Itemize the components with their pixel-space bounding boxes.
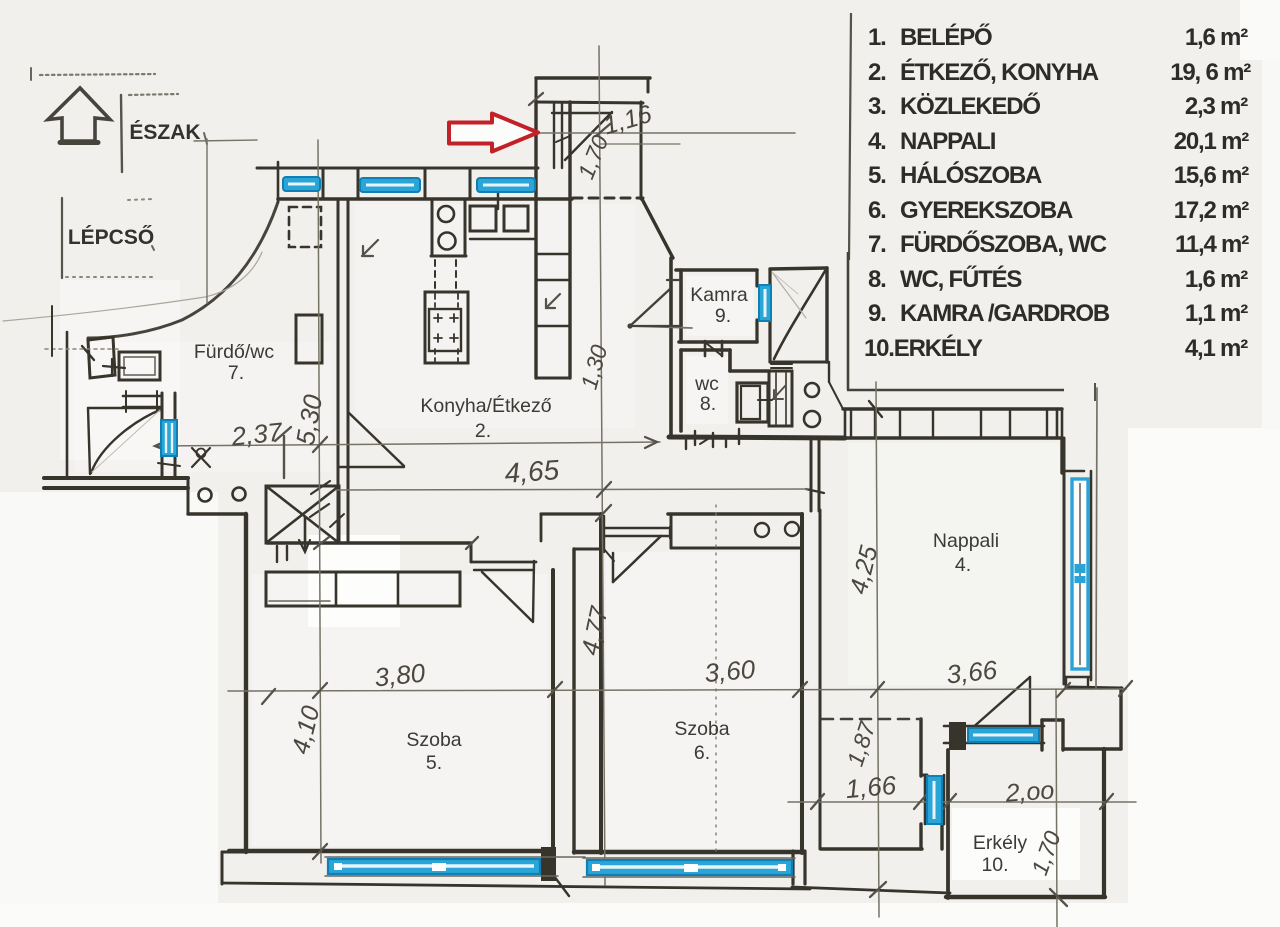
svg-text:7.: 7. [228, 362, 244, 384]
svg-text:2,37: 2,37 [229, 416, 285, 451]
svg-text:Konyha/Étkező: Konyha/Étkező [420, 394, 551, 417]
svg-text:5.: 5. [426, 752, 442, 774]
svg-text:KAMRA /GARDROB: KAMRA /GARDROB [900, 300, 1110, 327]
svg-text:9.: 9. [715, 305, 731, 327]
svg-text:1,6 m²: 1,6 m² [1185, 266, 1248, 293]
svg-text:2.: 2. [868, 59, 886, 86]
svg-text:ÉSZAK: ÉSZAK [129, 121, 200, 144]
svg-text:LÉPCSŐ: LÉPCSŐ [68, 226, 154, 249]
svg-text:4.: 4. [868, 128, 886, 155]
svg-text:3,80: 3,80 [373, 657, 427, 692]
svg-text:BELÉPŐ: BELÉPŐ [900, 23, 992, 51]
svg-text:Kamra: Kamra [690, 284, 748, 306]
svg-text:WC, FŰTÉS: WC, FŰTÉS [900, 265, 1022, 293]
svg-text:5.: 5. [868, 162, 886, 189]
svg-text:3,60: 3,60 [703, 654, 757, 688]
svg-text:3.: 3. [868, 93, 886, 120]
svg-text:Szoba: Szoba [406, 729, 461, 751]
svg-text:15,6 m²: 15,6 m² [1174, 162, 1250, 189]
svg-text:6.: 6. [868, 197, 886, 224]
svg-text:4,1 m²: 4,1 m² [1185, 335, 1248, 362]
svg-text:7.: 7. [868, 231, 886, 258]
svg-text:Fürdő/wc: Fürdő/wc [194, 341, 274, 363]
svg-text:GYEREKSZOBA: GYEREKSZOBA [900, 197, 1073, 224]
svg-text:8.: 8. [868, 266, 886, 293]
svg-text:3,66: 3,66 [945, 654, 999, 689]
svg-text:ÉTKEZŐ, KONYHA: ÉTKEZŐ, KONYHA [900, 58, 1099, 86]
svg-text:8.: 8. [700, 393, 716, 415]
svg-text:Szoba: Szoba [674, 718, 729, 740]
svg-text:19, 6 m²: 19, 6 m² [1170, 59, 1251, 86]
svg-text:1,6 m²: 1,6 m² [1185, 24, 1248, 51]
svg-text:1.: 1. [868, 24, 886, 51]
svg-text:KÖZLEKEDŐ: KÖZLEKEDŐ [900, 92, 1040, 120]
svg-text:2,oo: 2,oo [1004, 776, 1056, 807]
svg-text:1,1 m²: 1,1 m² [1185, 300, 1248, 327]
svg-text:Erkély: Erkély [973, 832, 1027, 854]
svg-text:9.: 9. [868, 300, 886, 327]
svg-text:4,65: 4,65 [504, 454, 561, 489]
svg-text:4.: 4. [955, 554, 971, 576]
svg-text:10.: 10. [981, 854, 1008, 876]
svg-text:20,1 m²: 20,1 m² [1174, 128, 1250, 155]
svg-text:10.ERKÉLY: 10.ERKÉLY [864, 334, 983, 362]
svg-text:2.: 2. [475, 420, 491, 442]
svg-text:2,3 m²: 2,3 m² [1185, 93, 1248, 120]
svg-text:11,4 m²: 11,4 m² [1175, 231, 1249, 258]
svg-text:1,66: 1,66 [844, 770, 898, 804]
svg-text:HÁLÓSZOBA: HÁLÓSZOBA [900, 161, 1042, 189]
svg-text:6.: 6. [694, 742, 710, 764]
svg-text:NAPPALI: NAPPALI [900, 128, 996, 155]
svg-text:17,2 m²: 17,2 m² [1174, 197, 1250, 224]
svg-text:Nappali: Nappali [933, 530, 999, 552]
svg-text:wc: wc [694, 373, 719, 395]
svg-text:FÜRDŐSZOBA, WC: FÜRDŐSZOBA, WC [900, 230, 1107, 258]
